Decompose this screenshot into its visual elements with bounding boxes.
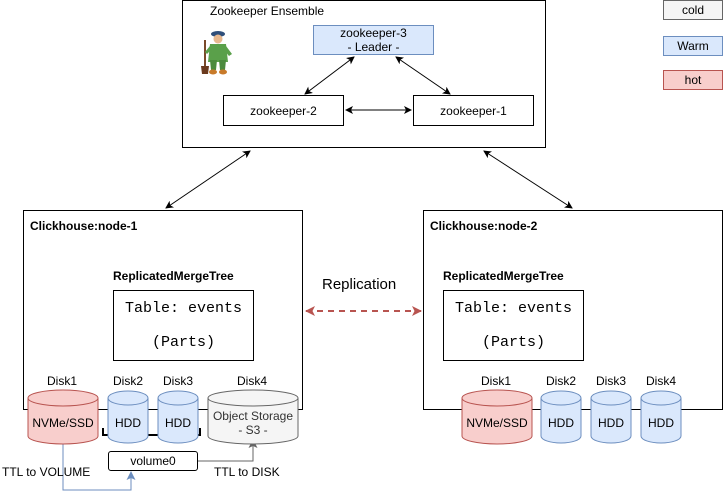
- node-1-disk3-type: HDD: [165, 416, 191, 430]
- node-2-disk1-type: NVMe/SSD: [466, 416, 528, 430]
- node-2-disk1-label: Disk1: [481, 374, 512, 388]
- volume0-box: volume0: [108, 451, 198, 471]
- zookeeper-1: zookeeper-1: [413, 95, 534, 126]
- node-1-engine: ReplicatedMergeTree: [113, 269, 234, 283]
- zookeeper-ensemble-title: Zookeeper Ensemble: [210, 4, 325, 18]
- legend-hot-label: hot: [684, 73, 702, 87]
- zookeeper-2-label: zookeeper-2: [250, 103, 317, 118]
- volume0-label: volume0: [130, 454, 176, 468]
- node-1-table-parts: (Parts): [151, 333, 215, 351]
- legend-cold: cold: [663, 0, 723, 20]
- node-2-disk4-type: HDD: [648, 416, 674, 430]
- ttl-to-volume-label: TTL to VOLUME: [2, 465, 91, 479]
- legend-cold-label: cold: [681, 3, 704, 17]
- node-2-table: Table: events (Parts): [443, 290, 584, 361]
- arrow-ensemble-node2: [483, 150, 573, 209]
- node-2-disk2-type: HDD: [548, 416, 574, 430]
- node-1-disk4-type: Object Storage - S3 -: [208, 409, 298, 437]
- node-1-disk4-label: Disk4: [237, 374, 268, 388]
- node-1-disk2-type: HDD: [115, 416, 141, 430]
- node-2-engine: ReplicatedMergeTree: [443, 269, 564, 283]
- replication-label: Replication: [322, 276, 397, 293]
- node-1-disk1-type: NVMe/SSD: [32, 416, 94, 430]
- ttl-to-disk-label: TTL to DISK: [214, 465, 280, 479]
- zookeeper-3-role: - Leader -: [347, 40, 400, 54]
- node-1-disk1-label: Disk1: [47, 374, 78, 388]
- node-2-disk3-label: Disk3: [596, 374, 627, 388]
- ttl-disk-connector: [198, 439, 258, 462]
- node-1-disk2-label: Disk2: [113, 374, 144, 388]
- legend-hot: hot: [663, 70, 723, 90]
- zookeeper-2: zookeeper-2: [223, 95, 344, 126]
- zookeeper-mascot-icon: [201, 31, 232, 75]
- node-1-table-name: Table: events: [124, 299, 243, 317]
- node-1-disk3-label: Disk3: [163, 374, 194, 388]
- zookeeper-3-label: zookeeper-3: [340, 26, 407, 40]
- node-2-disk2-label: Disk2: [546, 374, 577, 388]
- node-1-title: Clickhouse:node-1: [30, 219, 138, 233]
- arrow-ensemble-node1: [165, 150, 251, 209]
- legend-warm-label: Warm: [677, 39, 709, 53]
- zookeeper-3-leader: zookeeper-3 - Leader -: [313, 25, 434, 55]
- clickhouse-node-1: [23, 210, 303, 410]
- node-2-title: Clickhouse:node-2: [430, 219, 538, 233]
- node-1-disk4-type-line2: - S3 -: [238, 423, 268, 437]
- legend-warm: Warm: [663, 36, 723, 56]
- node-2-disk4-label: Disk4: [646, 374, 677, 388]
- node-2-table-name: Table: events: [454, 299, 573, 317]
- zookeeper-1-label: zookeeper-1: [440, 103, 507, 118]
- node-2-disk3-type: HDD: [598, 416, 624, 430]
- node-1-table: Table: events (Parts): [113, 290, 254, 361]
- node-2-table-parts: (Parts): [481, 333, 545, 351]
- node-1-disk4-type-line1: Object Storage: [212, 409, 294, 423]
